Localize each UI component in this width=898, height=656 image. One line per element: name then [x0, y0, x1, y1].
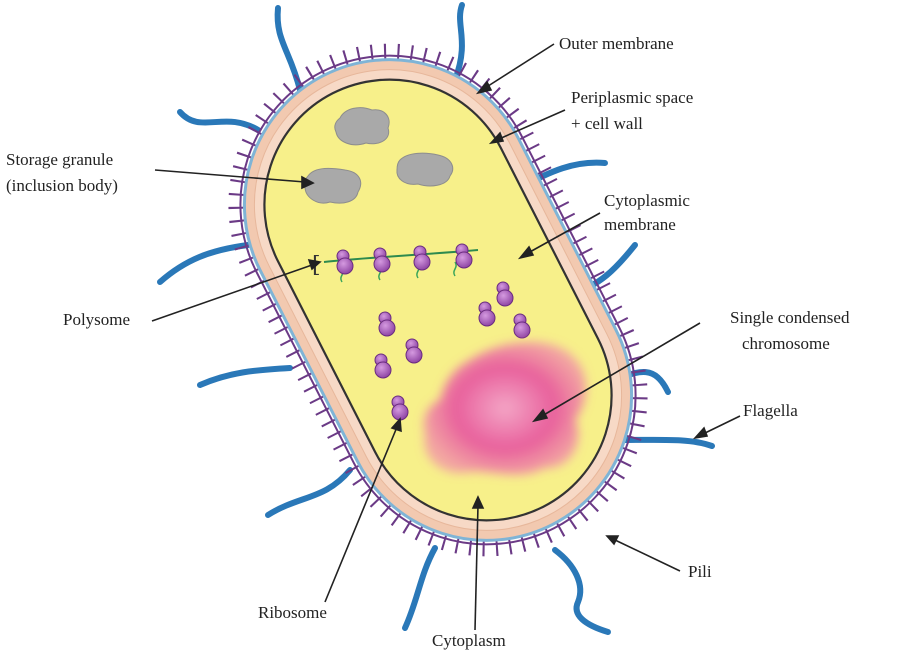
- label-outer-membrane: Outer membrane: [559, 33, 674, 55]
- label-pili: Pili: [688, 561, 712, 583]
- label-flagella: Flagella: [743, 400, 798, 422]
- label-membrane: membrane: [604, 214, 676, 236]
- flagellum: [555, 550, 608, 632]
- label-cytoplasm: Cytoplasm: [432, 630, 506, 652]
- label-cell-wall: + cell wall: [571, 113, 643, 135]
- flagellum: [200, 368, 290, 385]
- label-periplasmic-space: Periplasmic space: [571, 87, 693, 109]
- flagellum: [180, 112, 258, 130]
- label-ribosome: Ribosome: [258, 602, 327, 624]
- flagellum: [160, 245, 248, 282]
- label-cytoplasmic: Cytoplasmic: [604, 190, 690, 212]
- granule: [305, 168, 361, 203]
- label-single-condensed: Single condensed: [730, 307, 849, 329]
- granule: [335, 108, 389, 145]
- label-chromosome: chromosome: [742, 333, 830, 355]
- label-storage-granule: Storage granule: [6, 149, 113, 171]
- flagellum: [620, 440, 712, 446]
- granule: [397, 153, 453, 186]
- label-inclusion-body: (inclusion body): [6, 175, 118, 197]
- flagellum: [268, 470, 350, 515]
- flagellum: [455, 5, 462, 80]
- flagellum: [405, 548, 435, 628]
- label-polysome: Polysome: [63, 309, 130, 331]
